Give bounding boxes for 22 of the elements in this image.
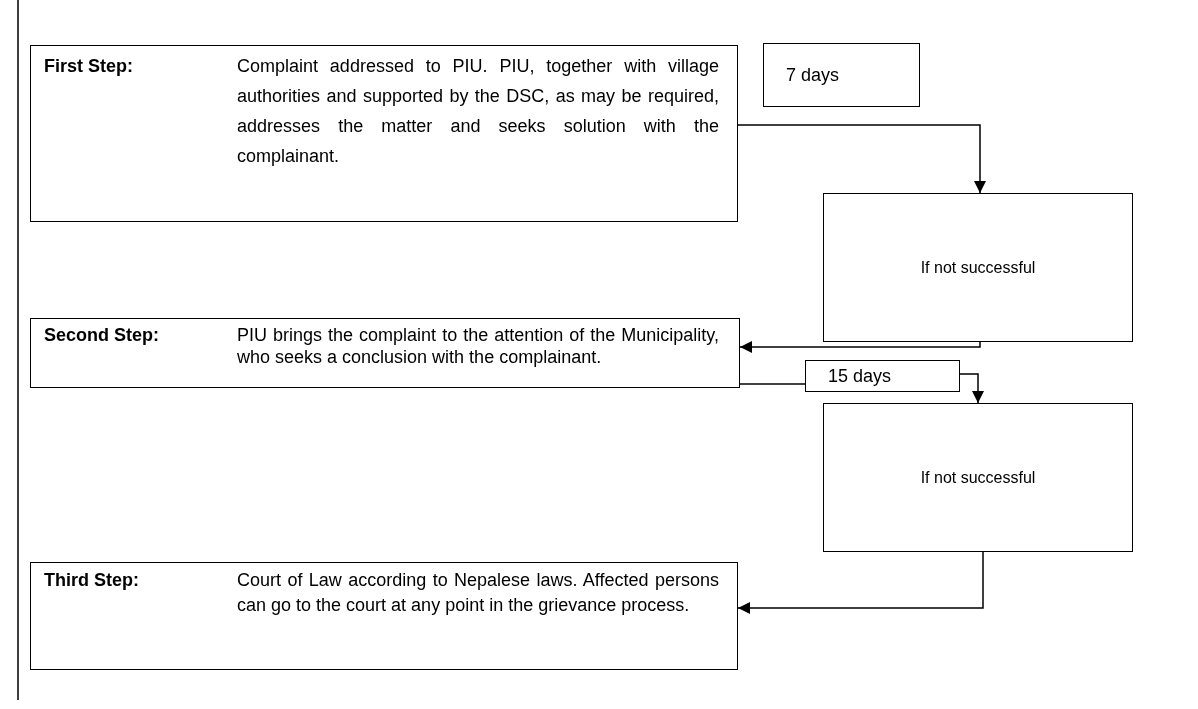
condition-box	[823, 403, 1133, 552]
step-box	[30, 318, 740, 388]
step-description: PIU brings the complaint to the attention of the Municipality, who seeks a conclusion with the complainant.	[237, 324, 719, 368]
duration-box	[805, 360, 960, 392]
step-heading: Second Step:	[44, 324, 159, 346]
step-description: Complaint addressed to PIU. PIU, together with village authorities and supported by the DSC, as may be required, addresses the matter and seeks solution with the complainant.	[237, 55, 719, 168]
step-heading: First Step:	[44, 55, 133, 78]
condition-text: If not successful	[919, 468, 1037, 487]
arrow	[737, 551, 984, 614]
connector-line	[739, 383, 806, 385]
step-box	[30, 562, 738, 670]
condition-box	[823, 193, 1133, 342]
arrow	[959, 373, 984, 404]
duration-text: 7 days	[786, 64, 840, 86]
step-box	[30, 45, 738, 222]
arrow	[737, 124, 986, 194]
condition-text: If not successful	[919, 258, 1037, 277]
duration-box	[763, 43, 920, 107]
duration-text: 15 days	[828, 365, 892, 387]
step-heading: Third Step:	[44, 569, 139, 592]
arrow	[739, 341, 981, 353]
step-description: Court of Law according to Nepalese laws. Affected persons can go to the court at any point in the grievance process.	[237, 569, 719, 617]
